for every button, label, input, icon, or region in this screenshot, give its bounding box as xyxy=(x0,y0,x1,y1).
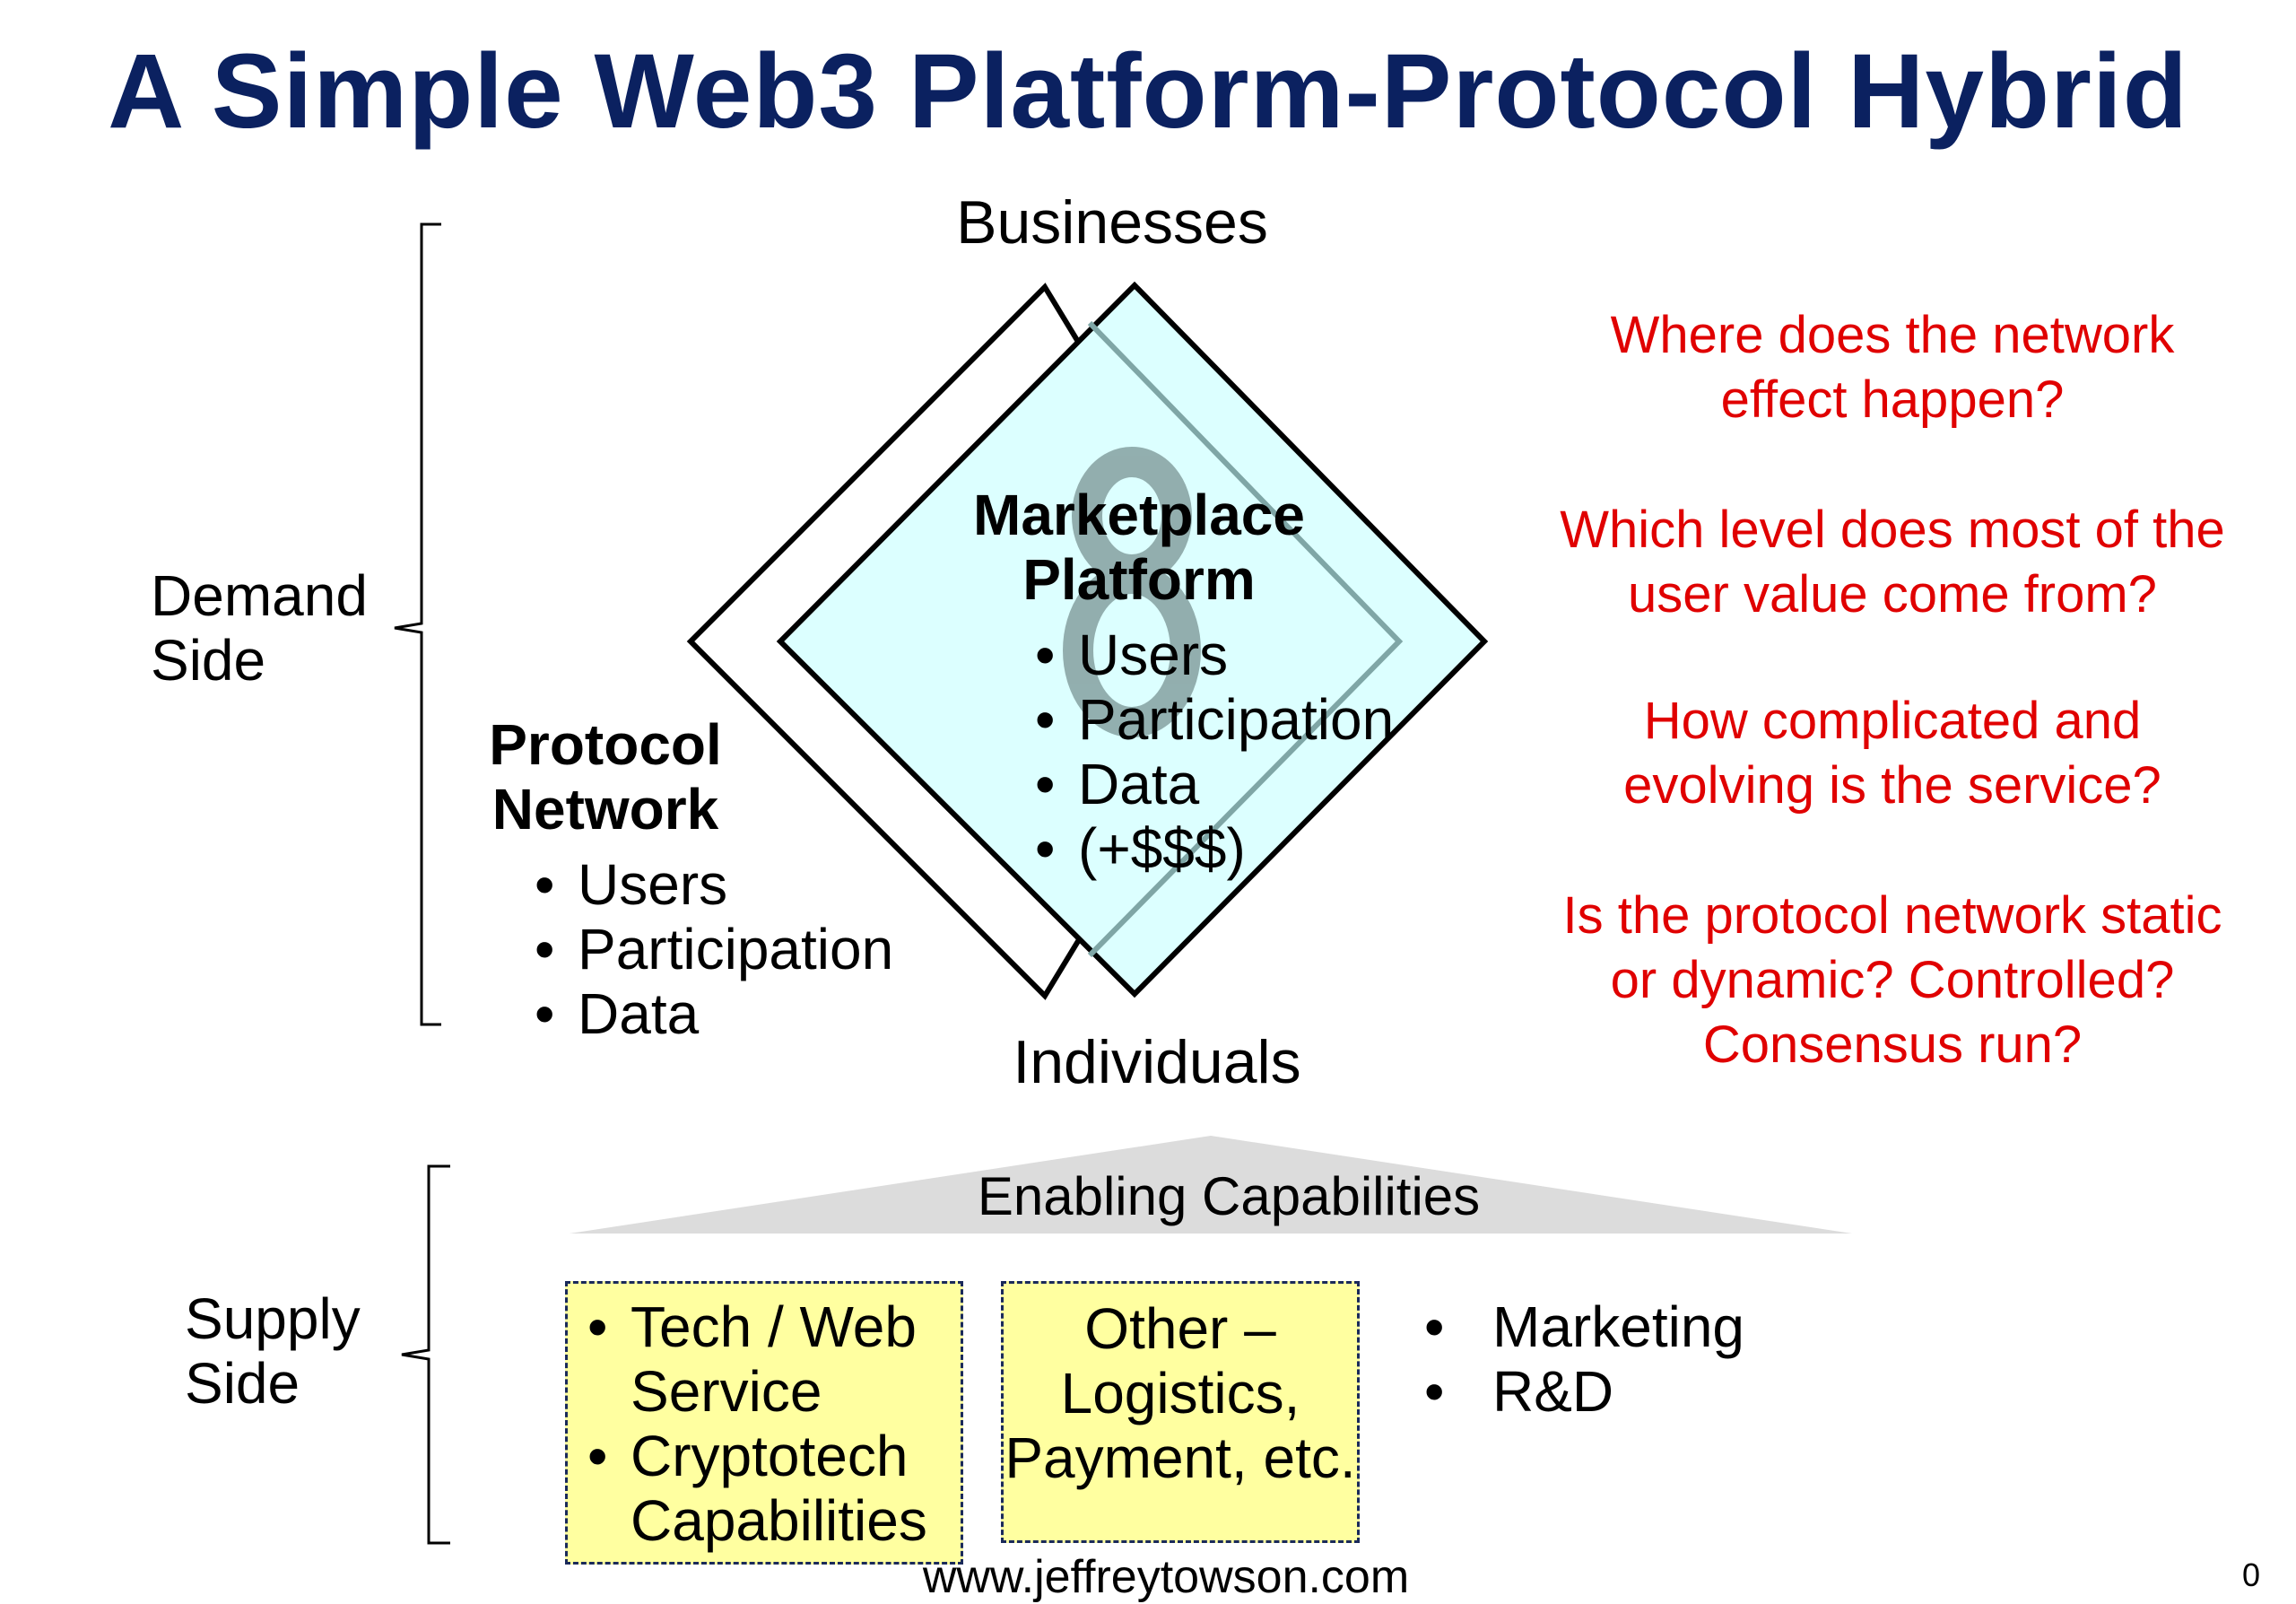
businesses-label: Businesses xyxy=(956,188,1268,257)
marketplace-platform-title: Marketplace Platform xyxy=(951,483,1327,612)
question-line: Consensus run? xyxy=(1702,1016,2083,1074)
list-item-line: Capabilities xyxy=(631,1488,927,1553)
list-item: Participation xyxy=(1028,687,1394,752)
supply-side-line-2: Side xyxy=(185,1351,300,1416)
marketplace-platform-list: Users Participation Data (+$$$) xyxy=(1028,623,1394,881)
demand-side-line-1: Demand xyxy=(151,563,368,628)
enabling-capabilities-label: Enabling Capabilities xyxy=(977,1166,1481,1226)
question-service-complexity: How complicated and evolving is the serv… xyxy=(1516,689,2269,818)
page-title: A Simple Web3 Platform-Protocol Hybrid xyxy=(108,32,2188,151)
question-line: or dynamic? Controlled? xyxy=(1610,951,2175,1009)
question-network-effect: Where does the network effect happen? xyxy=(1516,303,2269,432)
other-capabilities-list: Marketing R&D xyxy=(1417,1295,1744,1424)
individuals-label: Individuals xyxy=(1013,1028,1301,1096)
list-item: Cryptotech Capabilities xyxy=(580,1424,927,1553)
protocol-title-line-2: Network xyxy=(491,777,719,841)
marketplace-title-line-1: Marketplace xyxy=(973,483,1305,547)
page-number: 0 xyxy=(2242,1556,2261,1593)
footer-url: www.jeffreytowson.com xyxy=(922,1551,1410,1603)
question-line: evolving is the service? xyxy=(1623,756,2161,815)
list-item: Users xyxy=(1028,623,1394,687)
enabling-capabilities-triangle xyxy=(570,1136,1852,1234)
supply-side-brace xyxy=(401,1164,450,1545)
question-line: Which level does most of the xyxy=(1560,501,2225,559)
question-user-value: Which level does most of the user value … xyxy=(1516,498,2269,627)
supply-side-line-1: Supply xyxy=(185,1286,361,1351)
list-item: Participation xyxy=(527,917,893,981)
other-capabilities-line: Payment, etc. xyxy=(1004,1425,1356,1490)
list-item: Tech / Web Service xyxy=(580,1295,927,1424)
question-line: How complicated and xyxy=(1643,692,2142,750)
other-capabilities-text: Other – Logistics, Payment, etc. xyxy=(1004,1296,1357,1490)
question-protocol-static: Is the protocol network static or dynami… xyxy=(1516,884,2269,1077)
list-item-line: Service xyxy=(631,1359,822,1424)
supply-side-label: Supply Side xyxy=(185,1286,361,1416)
question-line: Is the protocol network static xyxy=(1562,886,2222,945)
list-item: Users xyxy=(527,852,893,917)
demand-side-line-2: Side xyxy=(151,628,266,693)
other-capabilities-line: Other – xyxy=(1084,1296,1276,1361)
list-item-line: Cryptotech xyxy=(631,1424,909,1488)
tech-capabilities-box: Tech / Web Service Cryptotech Capabiliti… xyxy=(565,1281,963,1565)
other-capabilities-box: Other – Logistics, Payment, etc. xyxy=(1001,1281,1360,1543)
list-item: (+$$$) xyxy=(1028,816,1394,881)
demand-side-label: Demand Side xyxy=(151,563,368,693)
question-line: Where does the network xyxy=(1610,306,2175,364)
demand-side-brace xyxy=(394,222,441,1026)
question-line: user value come from? xyxy=(1628,565,2157,623)
protocol-title-line-1: Protocol xyxy=(489,712,722,777)
list-item-line: Tech / Web xyxy=(631,1295,917,1359)
list-item: Marketing xyxy=(1417,1295,1744,1359)
marketplace-title-line-2: Platform xyxy=(1022,547,1256,612)
other-capabilities-line: Logistics, xyxy=(1060,1361,1300,1425)
list-item: R&D xyxy=(1417,1359,1744,1424)
protocol-network-list: Users Participation Data xyxy=(527,852,893,1046)
question-line: effect happen? xyxy=(1720,370,2065,429)
protocol-network-title: Protocol Network xyxy=(466,712,744,841)
list-item: Data xyxy=(527,981,893,1046)
list-item: Data xyxy=(1028,752,1394,816)
tech-capabilities-list: Tech / Web Service Cryptotech Capabiliti… xyxy=(580,1295,927,1553)
